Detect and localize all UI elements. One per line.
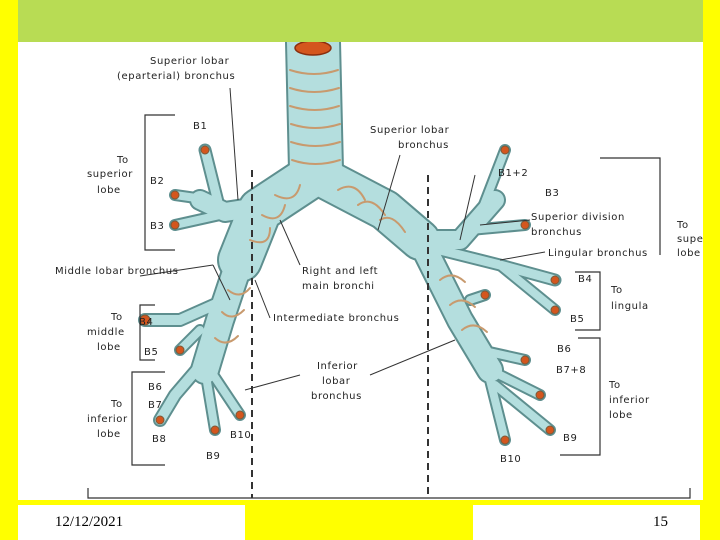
svg-text:superi: superi [677,234,703,245]
content-panel: Superior lobar (eparterial) bronchus B1 … [18,14,711,500]
svg-text:main bronchi: main bronchi [302,281,375,292]
label-to-superior-lobe: To [116,155,129,166]
svg-text:lobe: lobe [97,185,121,196]
bottom-brace [87,488,691,499]
label-b1-left: B1 [193,121,207,132]
slide-date: 12/12/2021 [18,505,160,540]
label-superior-lobar-bronchus: Superior lobar [370,125,450,136]
right-lower-bracket [560,337,601,456]
label-to-inferior-lobe-left: To [110,399,123,410]
label-superior-division-bronchus: Superior division [531,212,625,223]
label-lingular-bronchus: Lingular bronchus [548,248,648,259]
label-b10-right: B10 [500,454,521,465]
svg-text:bronchus: bronchus [311,391,362,402]
right-lingula-bracket [575,271,601,331]
svg-text:middle: middle [87,327,125,338]
right-upper-bracket [600,157,661,255]
label-superior-lobar-eparterial: Superior lobar [150,56,230,67]
label-b6-left: B6 [148,382,162,393]
svg-text:lobe: lobe [97,342,121,353]
label-to-inferior-lobe-right: To [608,380,621,391]
svg-text:lobe: lobe [677,248,701,259]
slide-page-number: 15 [621,505,700,540]
label-b4-left: B4 [139,317,153,328]
label-b6-right: B6 [557,344,571,355]
label-b1-2-right: B1+2 [498,168,528,179]
left-lower-bracket [131,371,165,466]
label-to-superior-lobe-right: To [676,220,689,231]
label-eparterial-bronchus: (eparterial) bronchus [117,71,235,82]
label-b9-right: B9 [563,433,577,444]
label-b2-left: B2 [150,176,164,187]
label-b9-left: B9 [206,451,220,462]
svg-text:inferior: inferior [609,395,650,406]
svg-text:bronchus: bronchus [531,227,582,238]
label-b4-right: B4 [578,274,592,285]
header-bar [18,0,703,42]
svg-text:bronchus: bronchus [398,140,449,151]
label-b7-left: B7 [148,400,162,411]
label-b7-8-right: B7+8 [556,365,586,376]
footer-strip-left [160,505,245,540]
svg-text:superior: superior [87,169,133,180]
svg-text:lingula: lingula [611,301,649,312]
label-intermediate-bronchus: Intermediate bronchus [273,313,399,324]
label-middle-lobar-bronchus: Middle lobar bronchus [55,266,179,277]
label-b5-left: B5 [144,347,158,358]
annotation-lines [87,114,691,499]
footer-strip-right [473,505,621,540]
svg-text:lobe: lobe [609,410,633,421]
footer-center-block [245,510,473,540]
left-middle-bracket [139,304,155,361]
svg-text:inferior: inferior [87,414,128,425]
svg-text:lobe: lobe [97,429,121,440]
label-b8-left: B8 [152,434,166,445]
label-to-middle-lobe: To [110,312,123,323]
label-b3-left: B3 [150,221,164,232]
leader-lines [139,87,546,391]
svg-text:lobar: lobar [322,376,351,387]
left-upper-bracket [144,114,175,251]
label-b5-right: B5 [570,314,584,325]
label-to-lingula: To [610,285,623,296]
label-b10-left: B10 [230,430,251,441]
label-inferior-lobar-bronchus: Inferior [317,361,358,372]
labels: Superior lobar (eparterial) bronchus B1 … [55,56,711,465]
label-b3-right: B3 [545,188,559,199]
label-right-left-main-bronchi: Right and left [302,266,378,277]
bronchial-tree-diagram: Superior lobar (eparterial) bronchus B1 … [55,14,711,499]
